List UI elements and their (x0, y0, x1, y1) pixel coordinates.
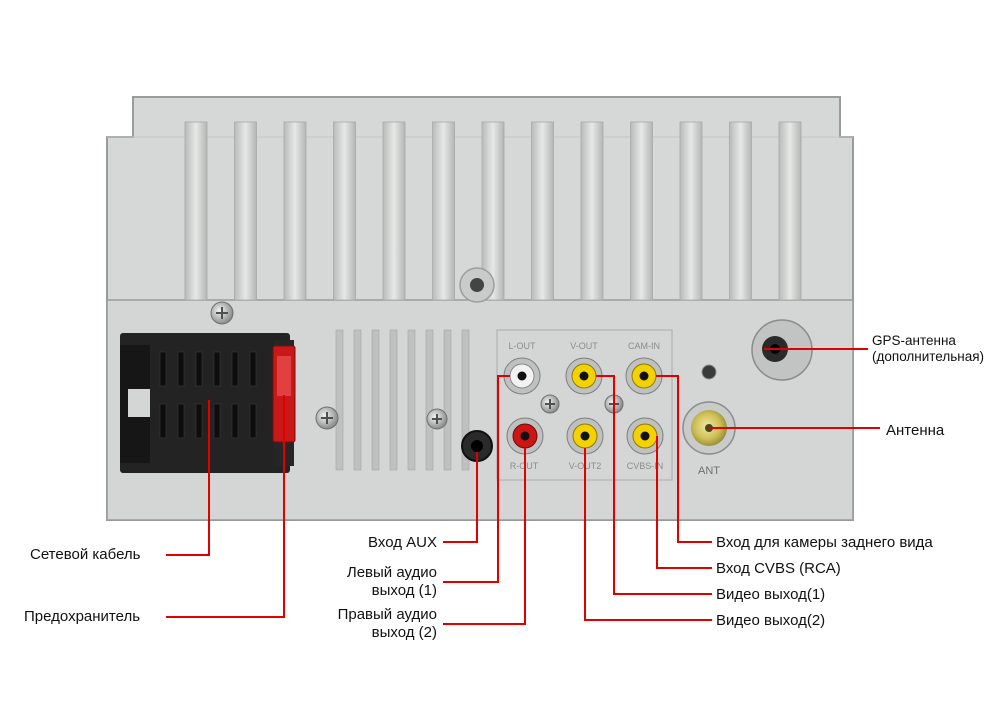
rca-v-out (565, 357, 603, 395)
label-aux: Вход AUX (368, 534, 437, 551)
heatsink-fin (630, 121, 653, 301)
vent-slots (335, 329, 470, 471)
leader-video-out1 (596, 375, 712, 595)
leader-video-out2 (584, 448, 712, 621)
label-antenna: Антенна (886, 422, 945, 439)
connector-pin (231, 403, 239, 439)
label-left-audio-line1: Левый аудио (346, 564, 437, 581)
vent-slot (353, 329, 362, 471)
screw-vent (426, 408, 448, 430)
screw-middle (315, 406, 339, 430)
leader-fuse (166, 395, 285, 618)
vent-slot (335, 329, 344, 471)
heatsink-fin (481, 121, 505, 301)
callout-leaders (166, 348, 880, 625)
heatsink-fin (432, 121, 455, 301)
port-label-cvbs-in: CVBS-IN (627, 461, 664, 471)
port-label-ant: ANT (698, 465, 720, 477)
label-video-out1: Видео выход(1) (716, 586, 826, 603)
connector-pin (177, 351, 185, 387)
heatsink-fin (184, 121, 208, 301)
connector-pin (177, 403, 185, 439)
leader-cvbs (656, 436, 712, 569)
connector-pin (231, 351, 239, 387)
rca-l-out (503, 357, 541, 395)
leader-left-audio (443, 375, 510, 583)
heatsink-fin (729, 121, 752, 301)
connector-pin (195, 403, 203, 439)
heatsink-fin (283, 121, 307, 301)
vent-slot (389, 329, 398, 471)
connector-pin (213, 403, 221, 439)
small-hole (701, 364, 717, 380)
leader-aux (443, 452, 478, 543)
connector-pin (159, 351, 167, 387)
vent-slot (371, 329, 380, 471)
vent-slot (461, 329, 470, 471)
iso-power-connector (120, 333, 294, 473)
heatsink-fin (333, 121, 356, 301)
heatsink-fins (184, 121, 802, 301)
vent-slot (407, 329, 416, 471)
heatsink-fin (234, 121, 257, 301)
label-right-audio-line2: выход (2) (371, 624, 437, 641)
vent-slot (425, 329, 434, 471)
label-right-audio-line1: Правый аудио (337, 606, 437, 623)
vent-slot (443, 329, 452, 471)
rca-cam-in (625, 357, 663, 395)
mount-hole (459, 267, 495, 303)
screw-top-left (210, 301, 234, 325)
label-power-cable: Сетевой кабель (30, 546, 141, 563)
connector-pin (195, 351, 203, 387)
heatsink-fin (382, 121, 406, 301)
aux-jack (461, 430, 493, 462)
label-gps-line1: GPS-антенна (872, 333, 956, 348)
label-left-audio-line2: выход (1) (371, 582, 437, 599)
label-fuse: Предохранитель (24, 608, 141, 625)
fuse (272, 345, 296, 443)
leader-rear-camera (656, 375, 712, 543)
leader-power-cable (166, 400, 210, 556)
label-gps-line2: (дополнительная) (872, 349, 985, 364)
connector-pin (213, 351, 221, 387)
port-label-l-out: L-OUT (509, 341, 537, 351)
leader-right-audio (443, 448, 526, 625)
connector-pin (249, 351, 257, 387)
connector-pin (249, 403, 257, 439)
heatsink-fin (778, 121, 802, 301)
heatsink-fin (580, 121, 604, 301)
connector-pin (159, 403, 167, 439)
screw-rca-left (540, 394, 560, 414)
port-label-v-out: V-OUT (570, 341, 598, 351)
label-video-out2: Видео выход(2) (716, 612, 826, 629)
label-rear-camera: Вход для камеры заднего вида (716, 534, 933, 551)
heatsink-fin (531, 121, 554, 301)
heatsink-fin (679, 121, 703, 301)
port-label-cam-in: CAM-IN (628, 341, 660, 351)
label-cvbs: Вход CVBS (RCA) (716, 560, 841, 577)
